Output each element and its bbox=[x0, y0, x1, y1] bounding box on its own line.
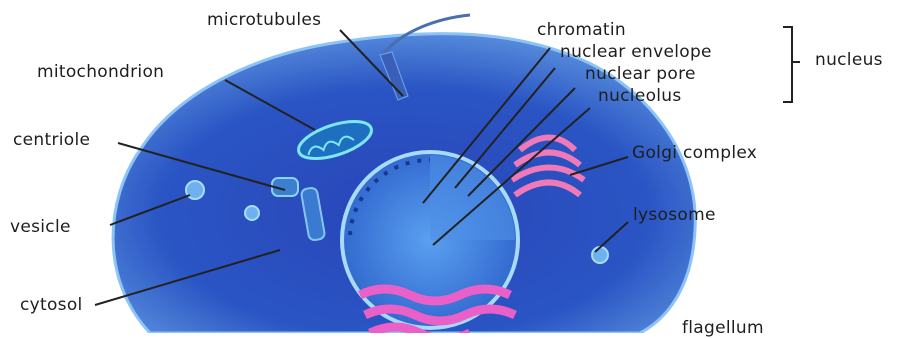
label-chromatin: chromatin bbox=[537, 20, 626, 40]
label-cytosol: cytosol bbox=[20, 295, 83, 315]
label-flagellum: flagellum bbox=[682, 318, 764, 338]
label-vesicle: vesicle bbox=[10, 217, 71, 237]
label-microtubules: microtubules bbox=[207, 10, 321, 30]
label-mitochondrion: mitochondrion bbox=[37, 62, 164, 82]
label-lysosome: lysosome bbox=[633, 205, 716, 225]
nucleus-bracket bbox=[783, 27, 792, 102]
label-nuclear-envelope: nuclear envelope bbox=[560, 42, 712, 62]
label-nuclear-pore: nuclear pore bbox=[585, 64, 696, 84]
label-nucleolus: nucleolus bbox=[598, 86, 682, 106]
label-golgi-complex: Golgi complex bbox=[632, 143, 757, 163]
vesicle-shape-2 bbox=[245, 206, 259, 220]
vesicle-shape-3 bbox=[592, 247, 608, 263]
label-nucleus: nucleus bbox=[815, 50, 883, 70]
label-centriole: centriole bbox=[13, 130, 90, 150]
